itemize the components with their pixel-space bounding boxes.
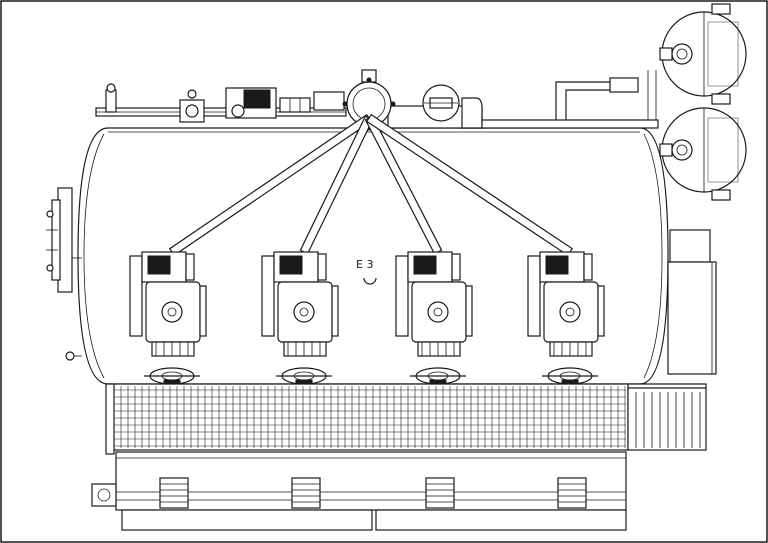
motor-unit xyxy=(129,251,207,357)
motor-unit xyxy=(527,251,605,357)
motor-unit xyxy=(261,251,339,357)
center-marking: E 3 xyxy=(356,258,377,285)
base-foot xyxy=(557,477,587,509)
base-foot xyxy=(425,477,455,509)
base-frame xyxy=(91,451,627,531)
motor-unit xyxy=(395,251,473,357)
motor-units xyxy=(129,251,605,387)
outlet-coupling xyxy=(542,367,598,387)
distribution-pipe xyxy=(365,113,574,257)
marking-label: E 3 xyxy=(356,258,373,271)
side-stair xyxy=(627,383,707,451)
filter-housings xyxy=(659,3,747,375)
base-foot xyxy=(291,477,321,509)
control-cabinet xyxy=(667,261,717,375)
outlet-coupling xyxy=(144,367,200,387)
grating-platform xyxy=(105,383,707,455)
central-hub xyxy=(342,69,396,131)
top-piping xyxy=(95,70,659,129)
side-hatch xyxy=(46,187,82,361)
base-foot xyxy=(159,477,189,509)
control-box xyxy=(669,229,711,263)
filter-housing-bottom xyxy=(659,107,747,201)
filter-housing-top xyxy=(659,3,747,105)
